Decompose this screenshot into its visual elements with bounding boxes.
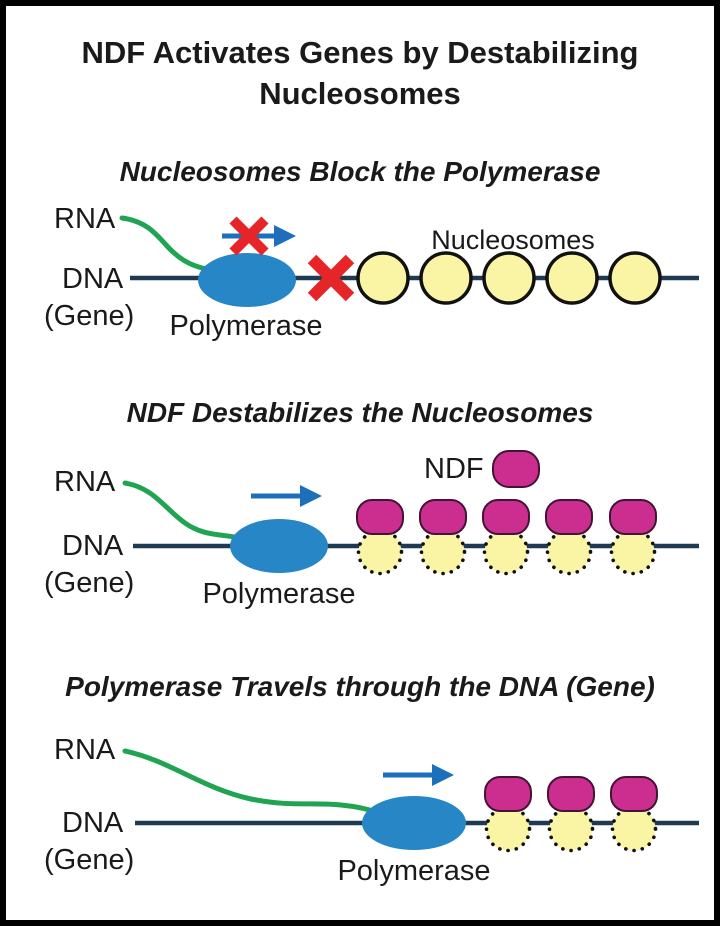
blocked-arrow-icon [222,216,296,256]
gene-label: (Gene) [44,300,135,332]
panel-2-diagram [122,450,699,576]
nucleosomes-label: Nucleosomes [431,225,595,255]
polymerase-ellipse [362,796,466,850]
panel-1-heading: Nucleosomes Block the Polymerase [119,156,601,187]
destabilized-nucleosome [482,528,530,576]
dna-label: DNA [62,530,124,562]
polymerase-label: Polymerase [202,578,356,610]
dna-label: DNA [62,263,124,295]
panel-2-heading: NDF Destabilizes the Nucleosomes [126,397,594,428]
direction-arrow-icon [251,485,322,507]
destabilized-nucleosome [356,528,404,576]
destabilized-nucleosome [545,528,593,576]
ndf-blob [609,499,657,535]
ndf-label: NDF [424,453,484,485]
rna-strand [122,480,243,541]
rna-label: RNA [54,466,116,498]
nucleosome-circle [482,251,536,305]
destabilized-nucleosome [547,805,595,853]
ndf-blob [547,776,595,812]
destabilized-nucleosome [484,805,532,853]
destabilized-nucleosome [419,528,467,576]
destabilized-nucleosome [610,805,658,853]
polymerase-label: Polymerase [169,310,323,342]
polymerase-ellipse [198,253,296,307]
ndf-blob [610,776,658,812]
direction-arrow-icon [383,764,454,786]
ndf-blob [482,499,530,535]
polymerase-ellipse [230,519,328,573]
ndf-blob [545,499,593,535]
ndf-blob [419,499,467,535]
panel-3-diagram [122,748,699,853]
dna-label: DNA [62,807,124,839]
nucleosome-circle [356,251,410,305]
rna-label: RNA [54,203,116,235]
polymerase-label: Polymerase [337,855,491,887]
nucleosome-circle [545,251,599,305]
rna-strand [122,748,395,821]
block-x-icon [307,254,355,302]
ndf-blob [356,499,404,535]
destabilized-nucleosome [609,528,657,576]
rna-label: RNA [54,734,116,766]
diagram-canvas [119,215,699,853]
figure-title: NDF Activates Genes by Destabilizing Nuc… [81,35,639,111]
ndf-blob [484,776,532,812]
gene-label: (Gene) [44,844,135,876]
panel-1-diagram [119,215,699,307]
panel-3-heading: Polymerase Travels through the DNA (Gene… [65,671,655,702]
ndf-legend-blob [492,450,540,488]
nucleosome-circle [419,251,473,305]
rna-strand [119,215,210,272]
gene-label: (Gene) [44,567,135,599]
nucleosome-circle [608,251,662,305]
